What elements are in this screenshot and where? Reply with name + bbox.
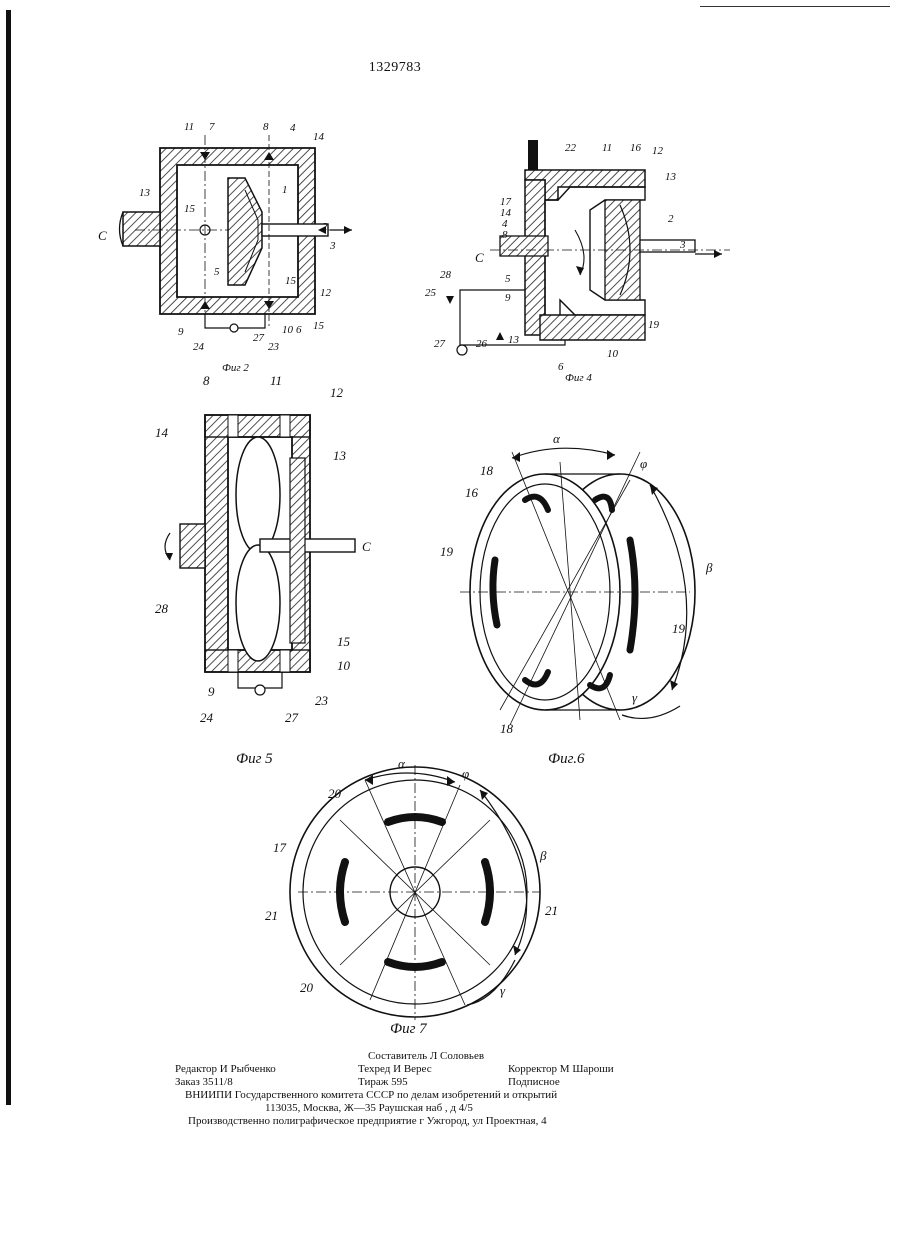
fig5-label: 24 bbox=[200, 710, 214, 725]
fig5-label: 13 bbox=[333, 448, 347, 463]
fig6-angle-alpha: α bbox=[553, 431, 561, 446]
figure-6-drawing: 18 16 19 19 18 α φ β γ Фиг.6 bbox=[440, 431, 713, 767]
fig4-label: 13 bbox=[665, 171, 677, 183]
fig4-label: 6 bbox=[558, 361, 564, 373]
fig2-rotation-marker: С bbox=[98, 228, 107, 243]
fig5-label: 8 bbox=[203, 373, 210, 388]
fig2-label: 24 bbox=[193, 341, 205, 353]
circulation: Тираж 595 bbox=[358, 1076, 408, 1089]
fig6-label: 18 bbox=[500, 721, 514, 736]
fig2-label: 23 bbox=[268, 341, 280, 353]
fig2-label: 4 bbox=[290, 122, 296, 134]
fig2-label: 7 bbox=[209, 121, 215, 133]
fig6-label: 18 bbox=[480, 463, 494, 478]
fig7-angle-beta: β bbox=[539, 848, 547, 863]
fig2-label: 13 bbox=[139, 187, 151, 199]
fig5-label: 27 bbox=[285, 710, 299, 725]
fig5-label: 28 bbox=[155, 601, 169, 616]
fig2-label: 15 bbox=[285, 275, 297, 287]
fig7-caption: Фиг 7 bbox=[390, 1021, 428, 1037]
fig4-caption: Фиг 4 bbox=[565, 372, 592, 384]
fig6-label: 19 bbox=[440, 544, 454, 559]
fig4-rotation-marker: С bbox=[475, 250, 484, 265]
fig5-label: 15 bbox=[337, 634, 351, 649]
composer-credit: Составитель Л Соловьев bbox=[368, 1050, 484, 1063]
fig7-label: 20 bbox=[300, 980, 314, 995]
fig2-label: 10 bbox=[282, 324, 294, 336]
organization-line-1: ВНИИПИ Государственного комитета СССР по… bbox=[185, 1089, 557, 1102]
fig4-label: 3 bbox=[679, 239, 686, 251]
fig2-label: 3 bbox=[329, 240, 336, 252]
order-number: Заказ 3511/8 bbox=[175, 1076, 233, 1089]
fig6-label: 16 bbox=[465, 485, 479, 500]
fig4-label: 26 bbox=[476, 338, 488, 350]
fig4-label: 11 bbox=[602, 142, 612, 154]
figure-2-drawing: С 11 7 8 4 14 13 1 15 2 3 5 15 12 9 10 6… bbox=[98, 121, 352, 374]
fig4-label: 5 bbox=[505, 273, 511, 285]
techred-credit: Техред И Верес bbox=[358, 1063, 432, 1076]
fig5-rotation-marker: С bbox=[362, 539, 371, 554]
fig7-label: 21 bbox=[545, 903, 558, 918]
imprint-footer: Составитель Л Соловьев Редактор И Рыбчен… bbox=[170, 1050, 690, 1128]
fig2-label: 8 bbox=[263, 121, 269, 133]
fig4-label: 13 bbox=[508, 334, 520, 346]
fig4-label: 12 bbox=[652, 145, 664, 157]
fig5-label: 10 bbox=[337, 658, 351, 673]
fig6-label: 19 bbox=[672, 621, 686, 636]
fig4-label: 16 bbox=[630, 142, 642, 154]
fig6-angle-phi: φ bbox=[640, 456, 647, 471]
fig2-label: 15 bbox=[313, 320, 325, 332]
fig2-label: 14 bbox=[313, 131, 325, 143]
fig5-label: 11 bbox=[270, 373, 282, 388]
fig2-label: 15 bbox=[184, 203, 196, 215]
fig5-label: 14 bbox=[155, 425, 169, 440]
fig2-label: 2 bbox=[322, 221, 328, 233]
fig2-label: 12 bbox=[320, 287, 332, 299]
fig7-angle-phi: φ bbox=[462, 766, 469, 781]
fig4-label: 10 bbox=[607, 348, 619, 360]
fig5-caption: Фиг 5 bbox=[236, 751, 273, 767]
fig4-label: 8 bbox=[502, 229, 508, 241]
figure-5-drawing: С 8 11 12 14 13 28 15 10 9 23 24 27 Фиг … bbox=[155, 373, 371, 767]
fig2-label: 11 bbox=[184, 121, 194, 133]
fig4-label: 27 bbox=[434, 338, 446, 350]
fig2-label: 5 bbox=[214, 266, 220, 278]
fig5-label: 9 bbox=[208, 684, 215, 699]
fig4-label: 9 bbox=[505, 292, 511, 304]
fig6-caption: Фиг.6 bbox=[548, 751, 585, 767]
organization-line-2: 113035, Москва, Ж—35 Раушская наб , д 4/… bbox=[265, 1102, 473, 1115]
corrector-credit: Корректор М Шароши bbox=[508, 1063, 614, 1076]
printer-line: Производственно полиграфическое предприя… bbox=[188, 1115, 547, 1128]
fig6-angle-gamma: γ bbox=[632, 690, 638, 705]
fig5-label: 12 bbox=[330, 385, 344, 400]
fig4-label: 19 bbox=[648, 319, 660, 331]
figure-4-drawing: С 22 11 16 12 13 17 14 4 8 2 3 5 28 25 9… bbox=[425, 140, 730, 384]
figure-7-drawing: 20 17 21 21 20 α φ β γ Фиг 7 bbox=[265, 756, 558, 1037]
subscription-note: Подписное bbox=[508, 1076, 560, 1089]
fig7-label: 17 bbox=[273, 840, 287, 855]
fig2-caption: Фиг 2 bbox=[222, 362, 249, 374]
fig2-label: 6 bbox=[296, 324, 302, 336]
fig7-label: 21 bbox=[265, 908, 278, 923]
fig7-label: 20 bbox=[328, 786, 342, 801]
fig4-label: 2 bbox=[668, 213, 674, 225]
fig7-angle-alpha: α bbox=[398, 756, 406, 771]
fig2-label: 1 bbox=[282, 184, 288, 196]
editor-credit: Редактор И Рыбченко bbox=[175, 1063, 276, 1076]
fig4-label: 28 bbox=[440, 269, 452, 281]
fig6-angle-beta: β bbox=[705, 560, 713, 575]
fig5-label: 23 bbox=[315, 693, 329, 708]
fig4-label: 25 bbox=[425, 287, 437, 299]
fig2-label: 9 bbox=[178, 326, 184, 338]
fig2-label: 27 bbox=[253, 332, 265, 344]
fig4-label: 22 bbox=[565, 142, 577, 154]
fig7-angle-gamma: γ bbox=[500, 983, 506, 998]
